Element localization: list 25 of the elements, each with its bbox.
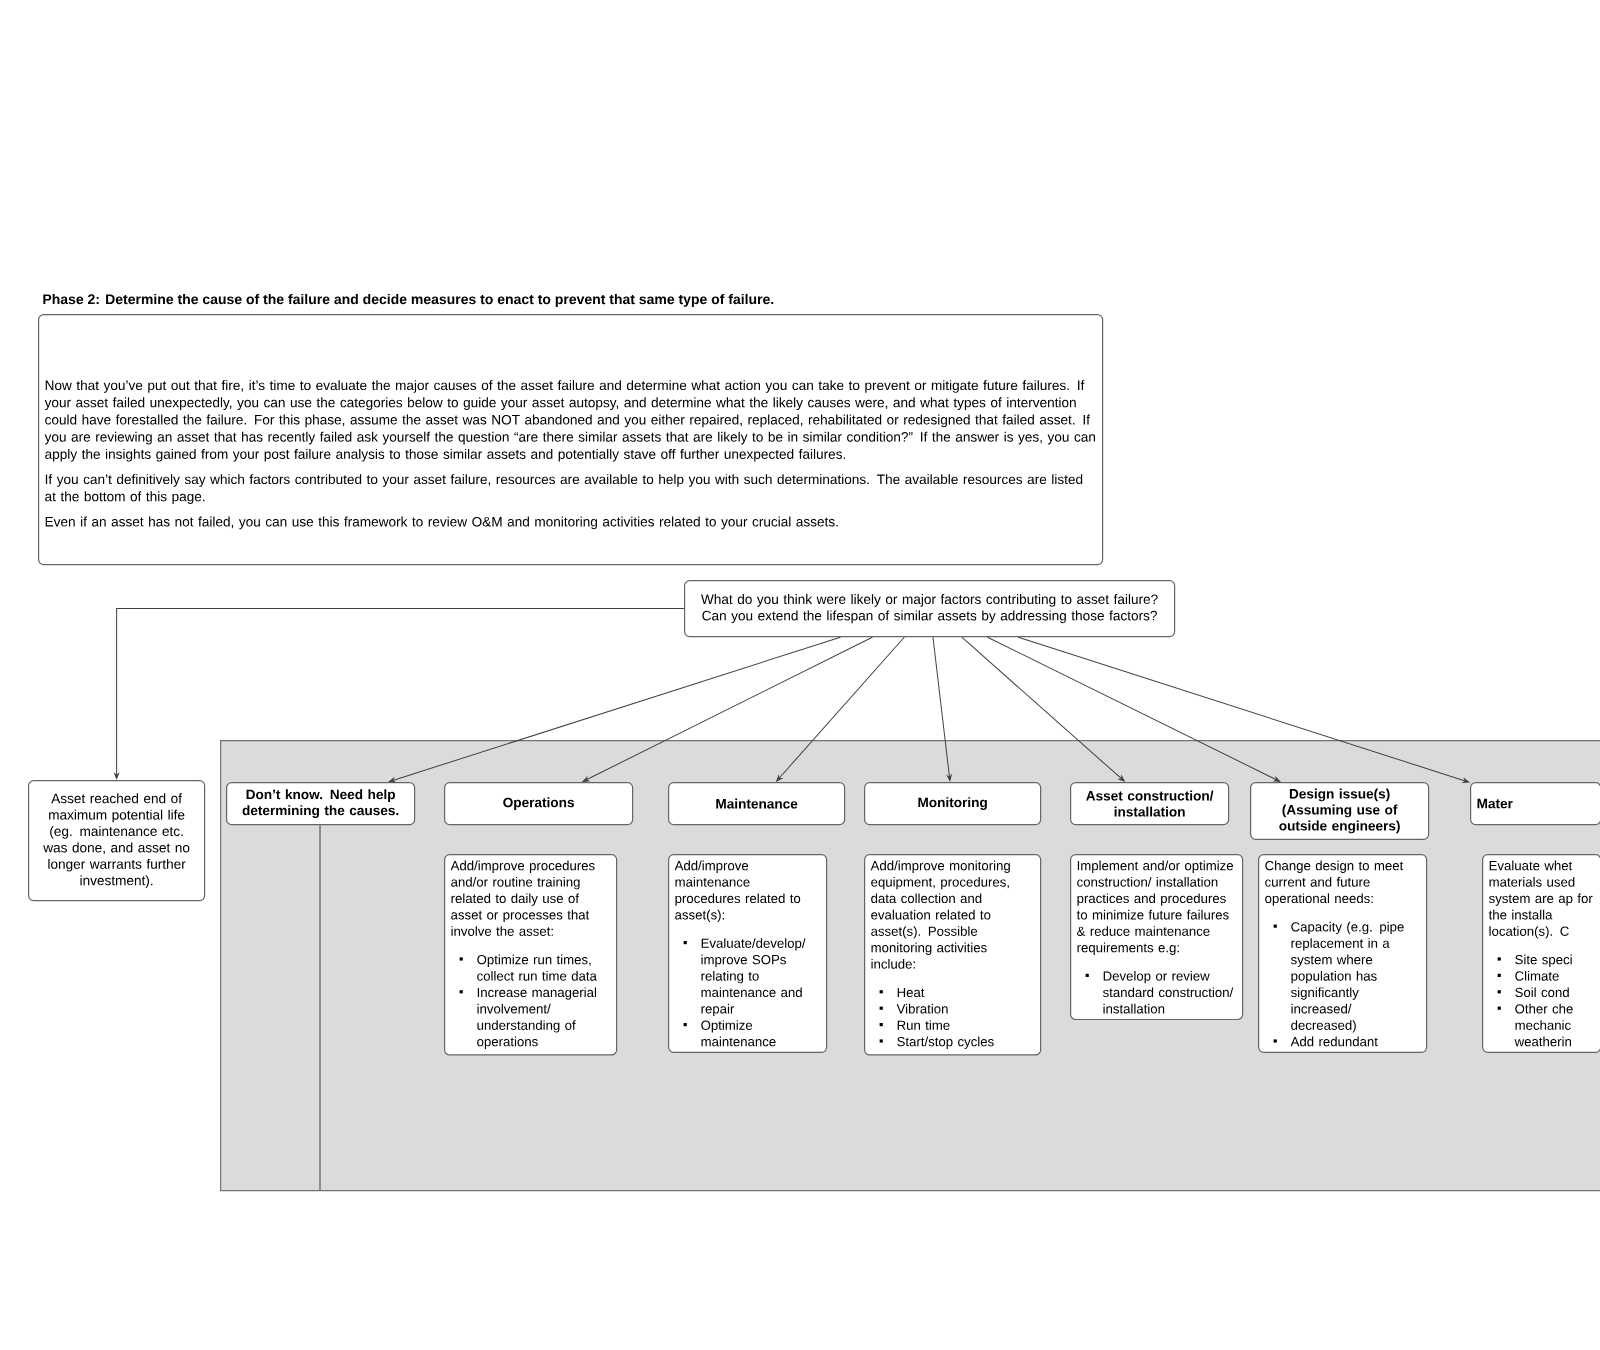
description-box <box>864 854 1042 1056</box>
description-box <box>668 854 828 1053</box>
category-header <box>1070 782 1230 826</box>
arrow <box>776 636 905 782</box>
arrow <box>987 636 1281 782</box>
description-box <box>444 854 618 1056</box>
description-box <box>1258 854 1428 1053</box>
description-box <box>1482 854 1600 1053</box>
category-header <box>1250 782 1430 840</box>
arrow <box>1017 636 1470 783</box>
arrow <box>932 636 952 782</box>
category-header <box>864 782 1042 826</box>
category-header <box>1470 782 1600 826</box>
category-header <box>668 782 846 826</box>
note-box <box>28 780 206 902</box>
arrow <box>961 636 1125 782</box>
category-header <box>444 782 634 826</box>
arrow <box>114 608 685 780</box>
category-header <box>226 782 416 826</box>
arrow <box>388 636 841 783</box>
line <box>319 824 321 1191</box>
question-box <box>684 580 1176 638</box>
arrow <box>582 636 873 782</box>
text-box <box>38 314 1104 566</box>
description-box <box>1070 854 1244 1021</box>
